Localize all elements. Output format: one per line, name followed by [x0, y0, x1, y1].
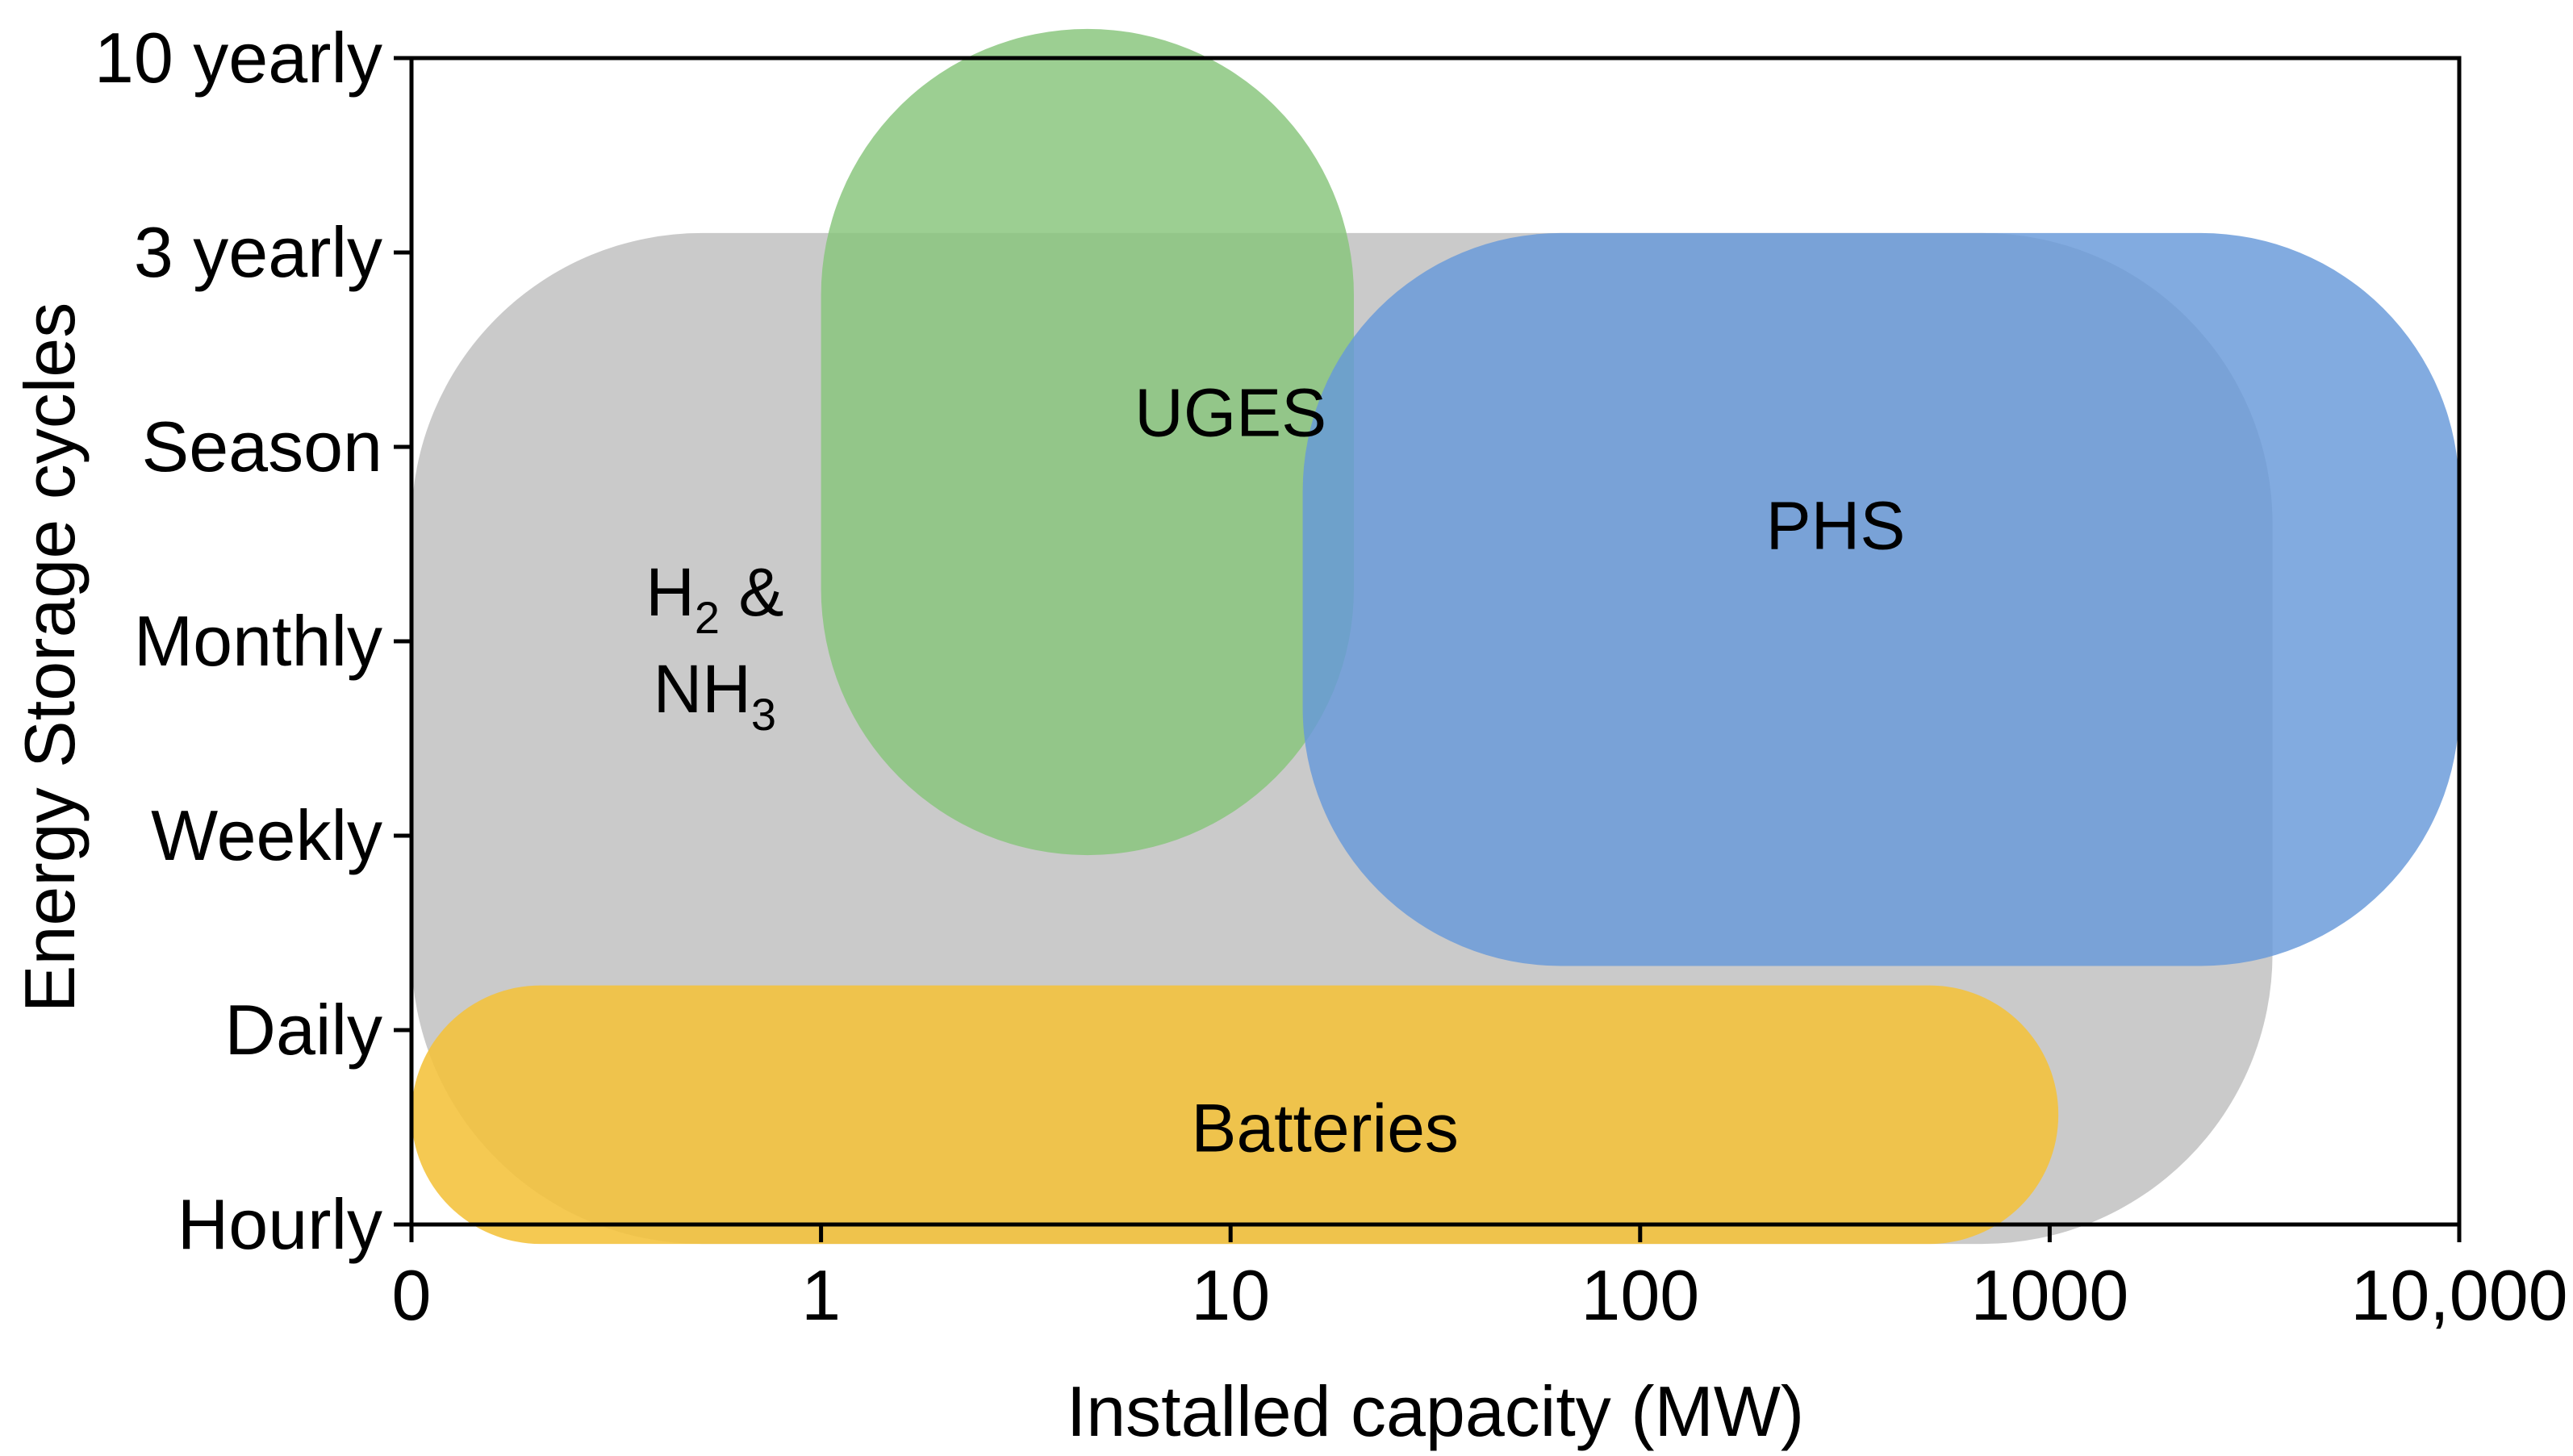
region-phs [1302, 232, 2459, 966]
x-tick-label: 1000 [1971, 1255, 2129, 1335]
y-tick-label: Season [142, 407, 382, 486]
region-label-phs: PHS [1766, 487, 1906, 563]
x-axis-title: Installed capacity (MW) [1067, 1371, 1804, 1451]
region-label-uges: UGES [1134, 375, 1326, 451]
region-labels: H2 &NH3 UGES PHS Batteries [645, 375, 1905, 1166]
y-tick-label: 3 yearly [134, 212, 382, 292]
x-axis-ticks: 0 1 10 100 1000 10,000 [392, 1224, 2568, 1335]
x-tick-label: 1 [801, 1255, 841, 1335]
region-batteries [411, 985, 2059, 1245]
regions-layer [411, 28, 2459, 1245]
x-tick-label: 100 [1581, 1255, 1699, 1335]
y-axis-ticks: Hourly Daily Weekly Monthly Season 3 yearly 10… [94, 18, 411, 1264]
y-axis-title: Energy Storage cycles [10, 302, 90, 1012]
region-label-h2-nh3-line2: NH3 [654, 651, 776, 740]
region-uges [821, 28, 1355, 856]
y-tick-label: 10 yearly [94, 18, 382, 98]
x-tick-label: 0 [392, 1255, 432, 1335]
y-tick-label: Monthly [134, 601, 382, 681]
y-tick-label: Weekly [151, 795, 382, 875]
y-tick-label: Daily [224, 990, 382, 1070]
region-label-h2-nh3-line1: H2 & [645, 554, 783, 643]
x-tick-label: 10 [1191, 1255, 1270, 1335]
region-label-batteries: Batteries [1191, 1091, 1459, 1166]
y-tick-label: Hourly [178, 1184, 382, 1264]
x-tick-label: 10,000 [2350, 1255, 2567, 1335]
